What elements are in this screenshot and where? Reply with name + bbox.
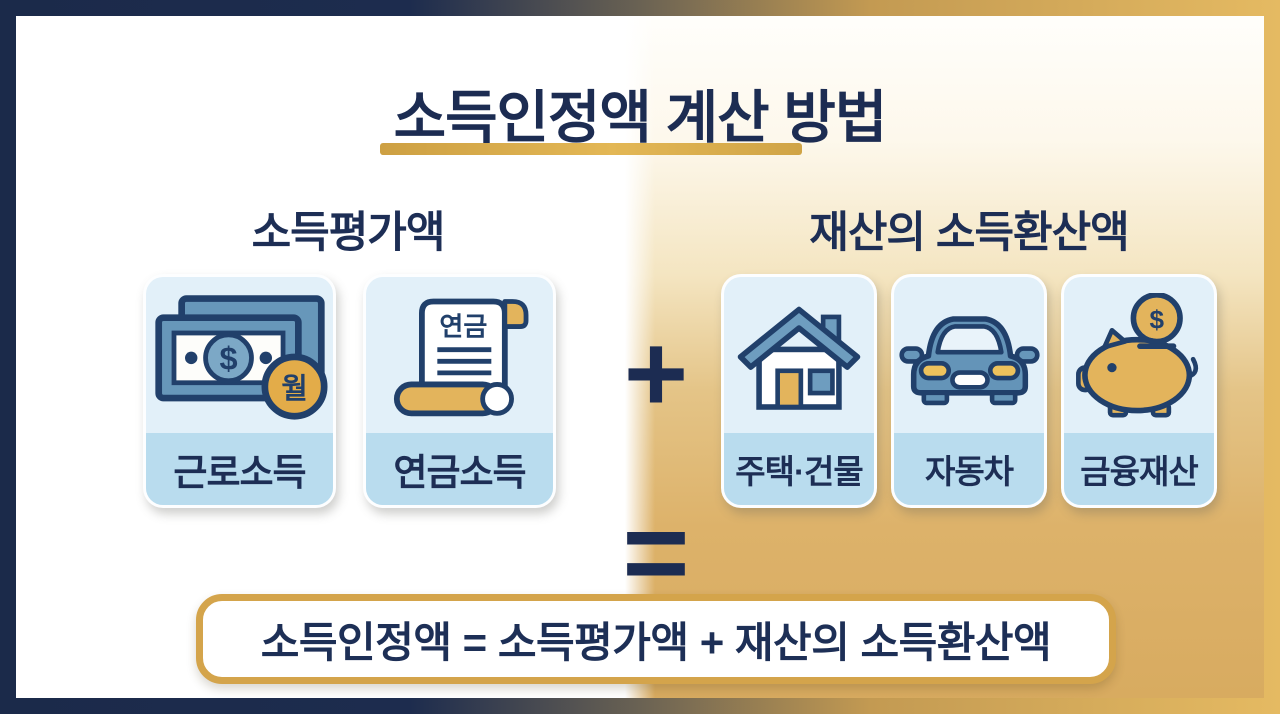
content-background: 소득인정액 계산 방법 소득평가액 재산의 소득환산액 $ 월 (16, 16, 1264, 698)
card-pension-income: 연금 연금소득 (363, 274, 556, 508)
card-financial-assets: $ 금융재산 (1061, 274, 1217, 508)
income-evaluation-cards: $ 월 근로소득 연금 (143, 274, 556, 508)
money-bills-icon: $ 월 (154, 295, 328, 420)
page-title: 소득인정액 계산 방법 (393, 86, 888, 150)
car-icon (898, 316, 1040, 406)
card-label: 근로소득 (146, 433, 333, 505)
formula-text: 소득인정액 = 소득평가액 + 재산의 소득환산액 (260, 618, 1052, 666)
scroll-title-text: 연금 (439, 311, 487, 341)
month-coin-text: 월 (281, 373, 307, 405)
card-label: 연금소득 (366, 433, 553, 505)
piggy-bank-icon: $ (1076, 292, 1199, 418)
plus-operator: + (623, 311, 689, 435)
title-underline (380, 143, 802, 155)
left-section-heading: 소득평가액 (251, 209, 446, 257)
dollar-sign: $ (219, 340, 237, 376)
house-icon (737, 306, 861, 410)
pension-scroll-icon: 연금 (393, 298, 529, 416)
property-conversion-cards: 주택·건물 자동차 (721, 274, 1217, 508)
equals-operator: = (622, 488, 690, 617)
card-label: 금융재산 (1064, 433, 1214, 505)
card-label: 자동차 (894, 433, 1044, 505)
card-label: 주택·건물 (724, 433, 874, 505)
right-section-heading: 재산의 소득환산액 (809, 209, 1129, 257)
card-housing-building: 주택·건물 (721, 274, 877, 508)
dollar-sign: $ (1149, 304, 1164, 334)
card-earned-income: $ 월 근로소득 (143, 274, 336, 508)
formula-box: 소득인정액 = 소득평가액 + 재산의 소득환산액 (196, 594, 1116, 684)
card-car: 자동차 (891, 274, 1047, 508)
